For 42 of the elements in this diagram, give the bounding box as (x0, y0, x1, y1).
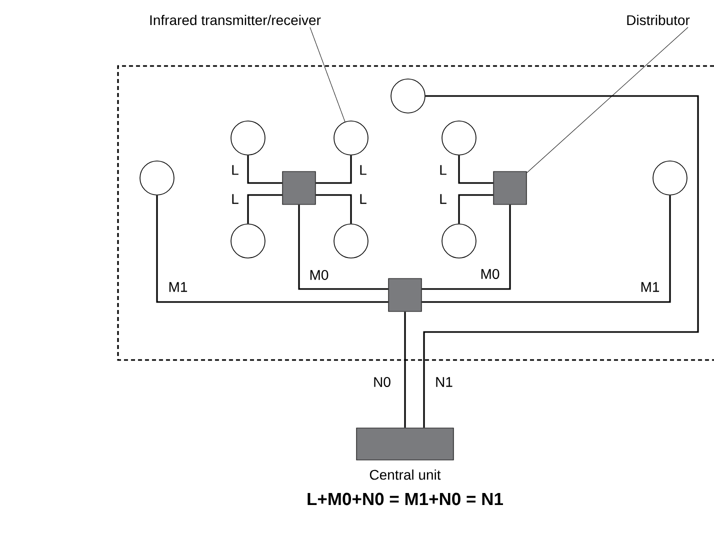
cable-line (423, 95, 699, 428)
cable-line (422, 204, 511, 290)
cable-line (316, 194, 352, 224)
callout-text: Infrared transmitter/receiver (150, 14, 321, 26)
receiver-circle (334, 224, 368, 258)
junction-box (388, 278, 422, 312)
receiver-circle (390, 78, 426, 114)
cable-line (458, 194, 494, 224)
cable-line (298, 204, 388, 290)
cable-line (156, 195, 388, 303)
edge-label: M0 (479, 268, 501, 280)
edge-label: L (358, 193, 368, 205)
cable-line (247, 194, 282, 224)
edge-label: M1 (639, 281, 661, 293)
edge-label: L (438, 193, 448, 205)
leader-line (310, 27, 346, 122)
receiver-circle (230, 224, 266, 258)
cable-line (458, 155, 494, 184)
receiver-circle (442, 224, 476, 258)
unit-label: Central unit (370, 470, 441, 480)
cable-line (247, 155, 282, 184)
edge-label: N1 (434, 376, 454, 388)
edge-label: L (438, 164, 448, 176)
cable-line (404, 312, 406, 428)
distributor-box (493, 171, 527, 205)
cable-line (422, 195, 671, 303)
edge-label: L (230, 164, 240, 176)
edge-label: L (358, 164, 368, 176)
receiver-circle (140, 160, 174, 196)
edge-label: M0 (308, 269, 330, 281)
edge-label: M1 (167, 281, 189, 293)
formula-caption: L+M0+N0 = M1+N0 = N1 (308, 492, 503, 506)
receiver-circle (230, 120, 266, 156)
receiver-circle (442, 120, 476, 156)
callout-text: Distributor (627, 14, 690, 26)
cable-line (316, 155, 352, 184)
leader-line (526, 27, 688, 174)
edge-label: N0 (372, 376, 392, 388)
receiver-circle (334, 120, 368, 156)
edge-label: L (230, 193, 240, 205)
receiver-circle (652, 160, 688, 196)
distributor-box (282, 171, 316, 205)
